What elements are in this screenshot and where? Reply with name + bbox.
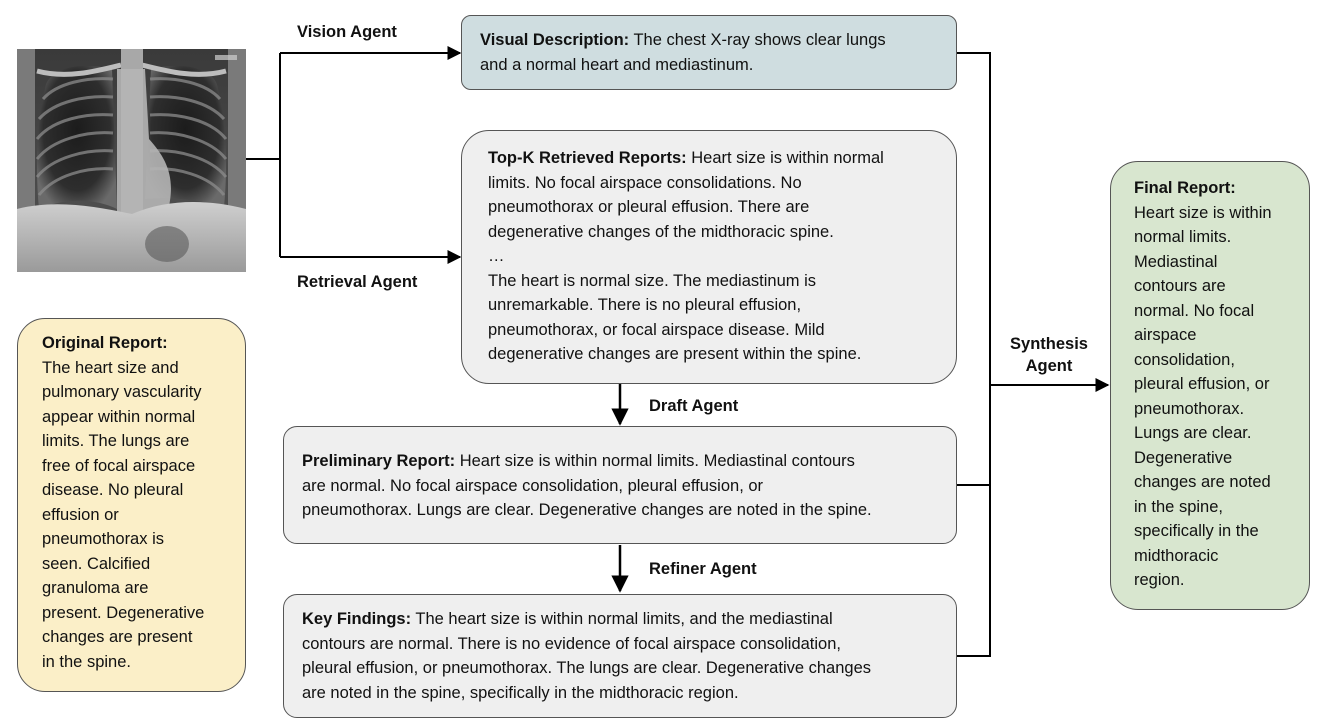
chest-xray-image <box>17 49 246 272</box>
retrieved-reports-box: Top-K Retrieved Reports: Heart size is w… <box>461 130 957 384</box>
preliminary-report-box: Preliminary Report: Heart size is within… <box>283 426 957 544</box>
original-report-box: Original Report: The heart size and pulm… <box>17 318 246 692</box>
final-report-text: Heart size is within normal limits. Medi… <box>1134 203 1272 590</box>
synthesis-agent-label: Synthesis Agent <box>1010 335 1088 375</box>
retrieval-agent-label: Retrieval Agent <box>297 273 418 291</box>
image-to-agents-line <box>246 53 281 257</box>
retrieved-reports-heading: Top-K Retrieved Reports: <box>488 149 687 167</box>
original-report-text: The heart size and pulmonary vascularity… <box>42 358 205 671</box>
final-report-box: Final Report: Heart size is within norma… <box>1110 161 1310 610</box>
visual-description-heading: Visual Description: <box>480 31 630 49</box>
vision-agent-label: Vision Agent <box>297 23 397 41</box>
draft-agent-label: Draft Agent <box>649 397 739 415</box>
key-findings-text: The heart size is within normal limits, … <box>302 610 872 702</box>
retrieved-reports-text: Heart size is within normal limits. No f… <box>488 149 884 363</box>
original-report-heading: Original Report: <box>42 334 168 352</box>
key-findings-box: Key Findings: The heart size is within n… <box>283 594 957 718</box>
synthesis-bus-line <box>957 52 991 657</box>
refiner-agent-label: Refiner Agent <box>649 560 757 578</box>
visual-description-text: The chest X-ray shows clear lungs and a … <box>480 31 886 74</box>
preliminary-report-heading: Preliminary Report: <box>302 452 456 470</box>
preliminary-report-text: Heart size is within normal limits. Medi… <box>302 452 872 519</box>
key-findings-heading: Key Findings: <box>302 610 412 628</box>
final-report-heading: Final Report: <box>1134 179 1236 197</box>
visual-description-box: Visual Description: The chest X-ray show… <box>461 15 957 90</box>
